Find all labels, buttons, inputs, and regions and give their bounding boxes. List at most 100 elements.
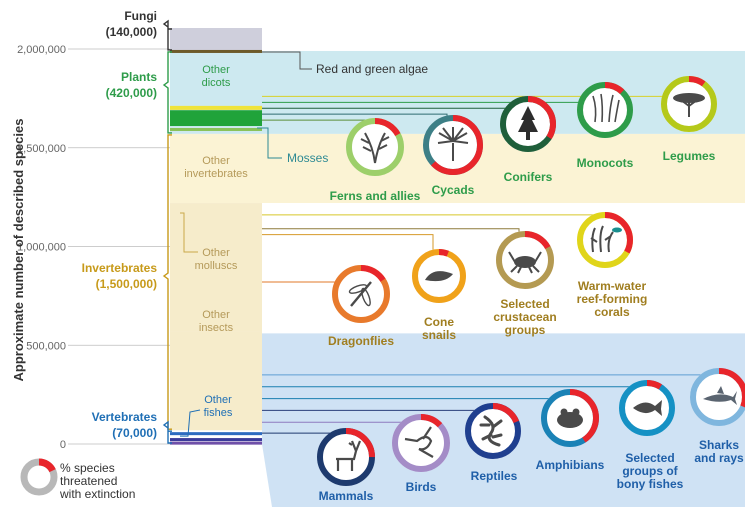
strip-vert-3 (170, 441, 262, 445)
y-tick-label: 1,500,000 (17, 143, 66, 155)
legend-ring-arc (20, 458, 58, 496)
y-tick-label: 500,000 (26, 340, 66, 352)
hummingbird-icon (404, 426, 434, 458)
strip-mosses (170, 128, 262, 131)
ring-threatened-arc (577, 82, 633, 138)
taxon-ring-tree: Legumes (661, 76, 717, 163)
strip-algae (170, 49, 262, 53)
frog-icon (560, 408, 568, 416)
ring-threatened-arc (690, 368, 745, 426)
taxon-label: Reptiles (471, 469, 518, 483)
y-tick-label: 1,000,000 (17, 242, 66, 254)
y-tick-label: 2,000,000 (17, 44, 66, 56)
dragonfly-icon (348, 284, 368, 294)
strip-vert-2 (170, 438, 262, 442)
mosses-label: Mosses (287, 151, 328, 165)
crab-icon (508, 251, 542, 274)
ring-threatened-arc (346, 118, 404, 176)
frog-icon (572, 408, 580, 416)
species-column (170, 49, 262, 445)
fern-icon (360, 132, 390, 164)
ring-threatened-arc (577, 212, 633, 268)
group-count-invertebrates: (1,500,000) (96, 277, 157, 291)
taxon-label: Conifers (504, 170, 553, 184)
strip-legumes (170, 105, 262, 110)
band-invertebrates-col2 (170, 331, 262, 431)
taxon-label: Dragonflies (328, 334, 394, 348)
group-bracket (162, 51, 172, 134)
conifer-icon (518, 106, 538, 140)
taxon-label: Cycads (432, 183, 475, 197)
taxon-ring-deer: Mammals (317, 428, 375, 503)
ring-background (577, 82, 633, 138)
lizard-icon (479, 415, 503, 447)
coral-icon (590, 225, 614, 253)
coral-icon (612, 227, 622, 233)
crab-icon (514, 256, 536, 268)
taxon-label: Ferns and allies (330, 189, 421, 203)
fishes-tick (180, 409, 201, 437)
dragonfly-icon (350, 281, 372, 307)
taxon-label: Birds (406, 480, 437, 494)
y-axis: 0500,0001,000,0001,500,0002,000,000Appro… (11, 9, 428, 451)
ring-threatened-arc (465, 403, 521, 459)
taxon-ring-palm: Cycads (423, 115, 483, 197)
grass-icon (592, 93, 620, 123)
taxon-label: Monocots (577, 156, 634, 170)
band-fungi (170, 28, 262, 51)
taxon-ring-lizard: Reptiles (465, 403, 521, 483)
taxon-ring-fern: Ferns and allies (330, 118, 421, 203)
taxon-ring-dragonfly: Dragonflies (328, 265, 394, 348)
ring-threatened-arc (392, 414, 450, 472)
taxon-label: Mammals (319, 489, 374, 503)
band-invertebrates-col (170, 203, 262, 332)
fish-icon (633, 400, 662, 416)
background-bands (170, 28, 745, 507)
ring-threatened-arc (332, 265, 390, 323)
algae-label: Red and green algae (316, 62, 428, 76)
taxon-ring-grass: Monocots (577, 82, 634, 170)
ring-background (346, 118, 404, 176)
taxon-ring-frog: Amphibians (536, 389, 605, 472)
group-label-plants: Plants (121, 70, 157, 84)
tree-icon (680, 99, 698, 117)
algae-leader (262, 51, 312, 70)
palm-icon (437, 127, 469, 161)
ring-threatened-arc (541, 389, 599, 447)
shark-icon (703, 386, 737, 405)
taxon-ring-conifer: Conifers (500, 96, 556, 184)
group-label-vertebrates: Vertebrates (92, 410, 158, 424)
ring-threatened-arc (412, 249, 466, 303)
strip-vert-1 (170, 432, 262, 436)
group-count-fungi: (140,000) (106, 25, 157, 39)
group-count-plants: (420,000) (106, 86, 157, 100)
strip-plants-named (170, 110, 262, 127)
ring-threatened-arc (661, 76, 717, 132)
y-tick-label: 0 (60, 439, 66, 451)
group-bracket (162, 420, 172, 444)
ring-threatened-arc (423, 115, 483, 175)
mosses-leader (257, 127, 282, 159)
taxon-label: Amphibians (536, 458, 605, 472)
ring-threatened-arc (619, 380, 675, 436)
molluscs-tick (180, 212, 198, 253)
deer-icon (336, 440, 362, 471)
